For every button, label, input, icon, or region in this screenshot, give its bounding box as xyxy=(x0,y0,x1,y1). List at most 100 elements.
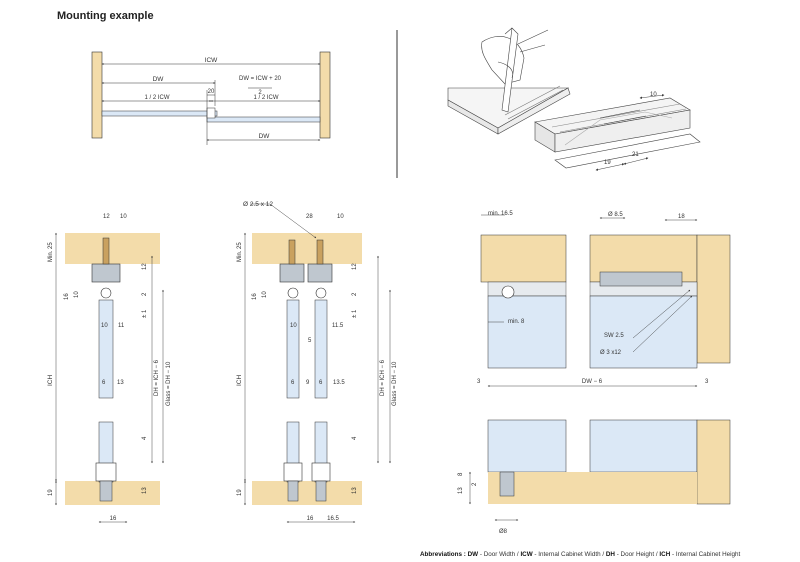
dim-sw: SW 2.5 xyxy=(604,333,624,339)
dim-16: 16 xyxy=(64,293,70,300)
section-double-door: Ø 2.5 x 12 28 10 Min. 25 12 16 10 2 ± 1 … xyxy=(236,201,398,523)
top-rail-wood xyxy=(65,233,160,264)
dim-9: 9 xyxy=(306,380,310,386)
dw-formula-numerator: DW = ICW + 20 xyxy=(239,76,282,82)
dim-min16-5: min. 16.5 xyxy=(488,211,513,217)
dim-10-b: 10 xyxy=(337,214,344,220)
dim-2-front: 2 xyxy=(472,482,478,486)
dim-3-right: 3 xyxy=(705,379,709,385)
dim-6-c: 6 xyxy=(319,380,323,386)
dim-dh: DH = ICH − 6 xyxy=(154,359,160,396)
dim-glass: Glass = DH − 10 xyxy=(166,361,172,406)
screw-a xyxy=(288,239,296,265)
top-fitting xyxy=(91,263,121,283)
bottom-pin-front xyxy=(499,471,515,497)
door-left-lower xyxy=(487,419,567,473)
dim-screw: Ø 2.5 x 12 xyxy=(243,201,273,208)
dim-10-bottom: 10 xyxy=(101,323,108,329)
dim-16-bottom: 16 xyxy=(110,516,117,522)
overlap-label: 20 xyxy=(208,89,215,95)
dim-min8: min. 8 xyxy=(508,319,525,325)
dim-d3x12: Ø 3 x12 xyxy=(600,350,622,356)
dim-12-side: 12 xyxy=(142,263,148,270)
overlap-block xyxy=(206,107,216,119)
dim-19-b: 19 xyxy=(237,489,243,496)
dim-10-side: 10 xyxy=(74,291,80,298)
cabinet-side-right xyxy=(319,51,331,139)
dim-19: 19 xyxy=(48,489,54,496)
roller-wheel xyxy=(100,287,112,299)
dim-8: 8 xyxy=(458,472,464,476)
dim-dh-b: DH = ICH − 6 xyxy=(380,359,386,396)
door-panel-rear xyxy=(101,110,218,117)
abbreviations-line: Abbreviations : DW - Door Width / ICW - … xyxy=(420,551,740,558)
abbr-heading: Abbreviations : xyxy=(420,551,466,558)
abbr-dh-text: - Door Height / xyxy=(614,551,660,558)
dim-16-5: 16.5 xyxy=(327,516,339,522)
abbr-icw-text: - Internal Cabinet Width / xyxy=(532,551,606,558)
half-icw-right-label: 1 / 2 ICW xyxy=(253,95,278,101)
door-right-upper xyxy=(589,295,698,369)
icw-label: ICW xyxy=(205,57,219,64)
front-elevation: min. 16.5 Ø 8.5 18 min. 8 SW 2.5 Ø 3 x12… xyxy=(458,211,731,535)
dim-2: 2 xyxy=(142,292,148,296)
dim-d8: Ø8 xyxy=(499,529,508,535)
dw-label-top: DW xyxy=(153,76,165,83)
bottom-floor xyxy=(488,472,697,504)
page-title: Mounting example xyxy=(57,10,154,22)
dim-min25: Min. 25 xyxy=(48,242,54,262)
bottom-wood-2 xyxy=(252,481,362,505)
side-wall-right xyxy=(696,234,731,364)
dim-16-b: 16 xyxy=(252,293,258,300)
top-fitting-a xyxy=(279,263,305,283)
plan-view: ICW DW DW = ICW + 20 2 20 1 / 2 ICW 1 / … xyxy=(91,51,331,145)
roller-wheel-b xyxy=(315,287,327,299)
dim-ich: ICH xyxy=(47,375,54,387)
iso-dim-21: 21 xyxy=(632,152,639,158)
iso-dim-19: 19 xyxy=(604,160,611,166)
glass-a-upper xyxy=(286,299,300,399)
dim-16-c: 16 xyxy=(307,516,314,522)
dim-28: 28 xyxy=(306,214,313,220)
dim-10-b-side: 10 xyxy=(262,291,268,298)
bottom-pin xyxy=(99,480,113,502)
dim-glass-b: Glass = DH − 10 xyxy=(392,361,398,406)
bottom-pin-b xyxy=(315,480,327,502)
abbr-dh-key: DH xyxy=(605,551,615,558)
screw-b xyxy=(316,239,324,265)
bottom-wood xyxy=(65,481,160,505)
abbr-ich-key: ICH xyxy=(659,551,671,558)
dw-label-bottom: DW xyxy=(259,133,271,140)
glass-b-upper xyxy=(314,299,328,399)
dim-12: 12 xyxy=(103,214,110,220)
roller-front xyxy=(501,285,515,299)
stopper xyxy=(599,271,683,287)
section-single-door: 12 10 Min. 25 12 16 10 2 ± 1 10 11 ICH 6… xyxy=(47,214,172,523)
top-rail-wood-2 xyxy=(252,233,362,264)
top-fitting-b xyxy=(307,263,333,283)
dim-13: 13 xyxy=(117,380,124,386)
dim-11-5: 11.5 xyxy=(332,323,344,329)
abbr-dw-text: - Door Width / xyxy=(478,551,521,558)
abbr-ich-text: - Internal Cabinet Height xyxy=(670,551,741,558)
track-left xyxy=(487,281,567,297)
dim-18: 18 xyxy=(678,214,685,220)
dw-formula-denominator: 2 xyxy=(258,90,262,96)
door-left-upper xyxy=(487,295,567,369)
dim-6-b: 6 xyxy=(291,380,295,386)
dim-12-b: 12 xyxy=(352,263,358,270)
dim-10-b-bottom: 10 xyxy=(290,323,297,329)
dim-13-b-bottom: 13 xyxy=(352,487,358,494)
glass-upper xyxy=(98,299,114,399)
door-right-lower xyxy=(589,419,698,473)
bottom-pin-a xyxy=(287,480,299,502)
bottom-guide xyxy=(95,462,117,482)
bottom-guide-b xyxy=(311,462,331,482)
half-icw-left-label: 1 / 2 ICW xyxy=(144,95,169,101)
dim-4: 4 xyxy=(142,436,148,440)
abbr-icw-key: ICW xyxy=(520,551,533,558)
dim-5: 5 xyxy=(308,338,312,344)
dim-11: 11 xyxy=(118,323,125,329)
dim-ich-b: ICH xyxy=(236,375,243,387)
